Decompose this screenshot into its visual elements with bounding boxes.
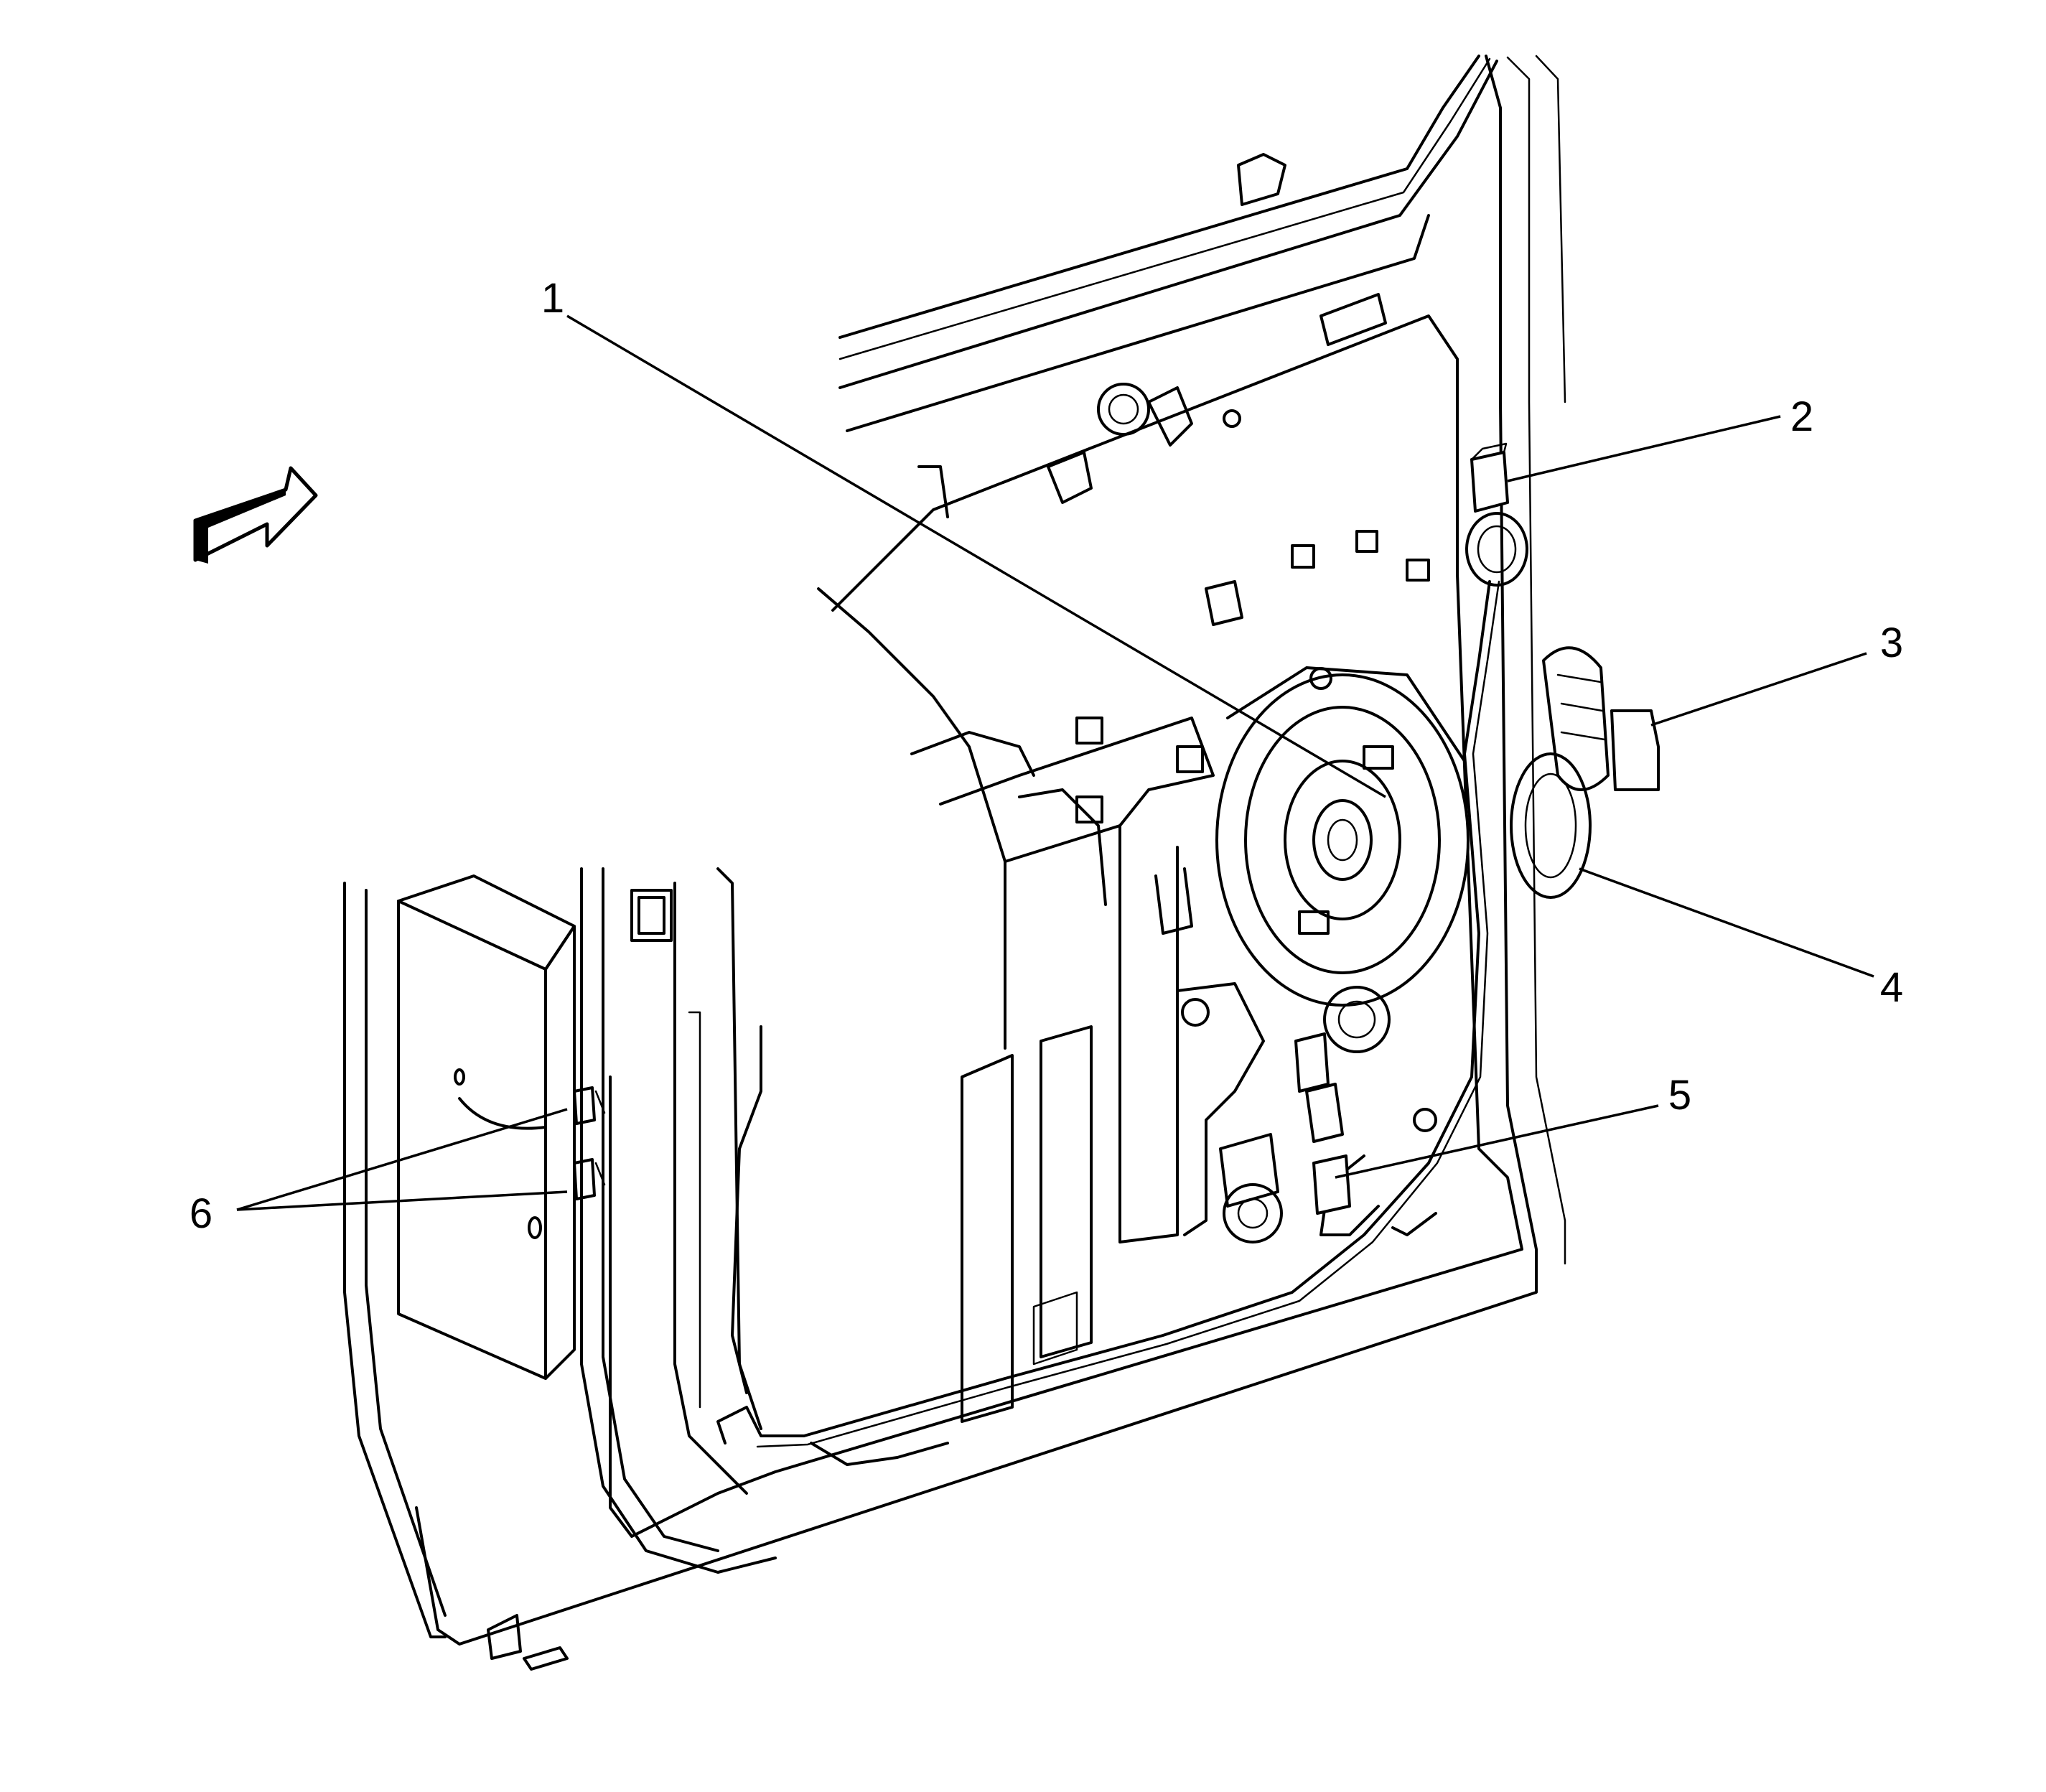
window-regulator-module (1176, 982, 1437, 1243)
latch-area (573, 1086, 606, 1200)
speaker (1215, 666, 1470, 1007)
callout-6: 6 (190, 1190, 212, 1237)
connector-3 (1542, 646, 1660, 791)
leader-4 (1579, 867, 1874, 978)
direction-arrow-icon (193, 466, 318, 564)
leader-2 (1507, 415, 1781, 482)
callout-3: 3 (1880, 620, 1903, 666)
leader-1 (566, 314, 1386, 798)
leader-3 (1650, 652, 1867, 727)
leader-lines (236, 314, 1874, 1211)
callout-5: 5 (1668, 1072, 1691, 1119)
door-frame (415, 55, 1566, 1646)
callout-1: 1 (541, 275, 564, 322)
callout-4: 4 (1880, 964, 1903, 1011)
door-hinge-panel (343, 867, 777, 1671)
callout-labels: 1 2 3 4 5 6 (190, 275, 1903, 1237)
leader-6b (236, 1190, 568, 1211)
wiring-harness (716, 580, 1500, 1466)
connector-2 (1465, 442, 1528, 587)
callout-2: 2 (1790, 393, 1813, 440)
grommet-4 (1510, 752, 1592, 899)
leader-5 (1335, 1104, 1659, 1179)
leader-6a (236, 1108, 568, 1211)
inner-door-panel (609, 293, 1523, 1538)
connector-5 (1294, 1032, 1351, 1215)
